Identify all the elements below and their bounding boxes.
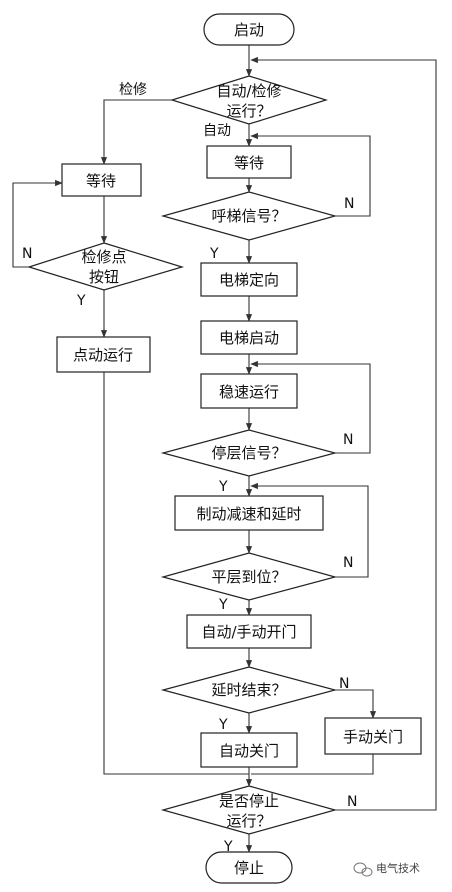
decision-halt: 是否停止 运行？: [160, 785, 338, 835]
jog-run-box: 点动运行: [56, 336, 151, 373]
start-terminal: 启动: [203, 13, 295, 46]
label-n-call: N: [344, 196, 354, 212]
decision-mode: 自动/检修 运行？: [169, 75, 329, 125]
svg-text:制动减速和延时: 制动减速和延时: [196, 505, 301, 523]
svg-text:延时结束？: 延时结束？: [211, 681, 286, 699]
wait-maint-box: 等待: [61, 163, 142, 197]
branch-labels: 检修 自动 N Y N Y N Y N Y N Y N Y: [22, 82, 357, 855]
label-y-delay: Y: [218, 717, 228, 733]
decision-inspect-button: 检修点 按钮: [26, 242, 185, 291]
decision-delay-end: 延时结束？: [160, 666, 338, 714]
label-n-stop-signal: N: [343, 432, 353, 448]
auto-close-box: 自动关门: [200, 732, 298, 768]
svg-text:按钮: 按钮: [89, 268, 119, 286]
svg-text:运行？: 运行？: [226, 812, 271, 830]
label-n-inspect: N: [22, 246, 32, 262]
svg-text:停层信号？: 停层信号？: [211, 444, 286, 462]
label-y-inspect: Y: [76, 293, 86, 309]
direction-box: 电梯定向: [200, 262, 298, 297]
svg-text:稳速运行: 稳速运行: [219, 383, 279, 401]
elevator-start-box: 电梯启动: [200, 320, 298, 355]
watermark: 电气技术: [353, 861, 420, 877]
svg-text:自动/检修: 自动/检修: [216, 82, 281, 100]
svg-text:平层到位？: 平层到位？: [211, 568, 286, 586]
svg-text:自动关门: 自动关门: [219, 742, 279, 760]
label-y-stop-signal: Y: [218, 479, 228, 495]
svg-text:是否停止: 是否停止: [219, 792, 279, 810]
label-n-level: N: [343, 555, 353, 571]
svg-text:启动: 启动: [234, 21, 264, 39]
svg-text:点动运行: 点动运行: [73, 346, 133, 364]
decision-level: 平层到位？: [160, 552, 338, 601]
svg-text:电梯启动: 电梯启动: [219, 329, 279, 347]
svg-text:自动/手动开门: 自动/手动开门: [201, 623, 296, 641]
wechat-icon: [353, 862, 373, 877]
svg-text:呼梯信号？: 呼梯信号？: [211, 207, 286, 225]
svg-text:运行？: 运行？: [226, 102, 271, 120]
open-door-box: 自动/手动开门: [186, 614, 312, 649]
svg-text:等待: 等待: [86, 172, 116, 190]
decision-call-signal: 呼梯信号？: [160, 191, 338, 241]
label-y-call: Y: [209, 246, 219, 262]
svg-text:手动关门: 手动关门: [343, 728, 403, 746]
end-terminal: 停止: [205, 851, 293, 884]
svg-text:检修点: 检修点: [81, 248, 126, 266]
connectors: [12, 45, 437, 853]
manual-close-box: 手动关门: [324, 717, 422, 755]
label-n-halt: N: [347, 794, 357, 810]
label-auto: 自动: [203, 123, 231, 139]
label-y-level: Y: [218, 597, 228, 613]
svg-text:等待: 等待: [234, 154, 264, 172]
label-y-halt: Y: [223, 839, 233, 855]
decision-stop-signal: 停层信号？: [160, 429, 338, 477]
label-n-delay: N: [339, 676, 349, 692]
svg-text:电梯定向: 电梯定向: [219, 271, 279, 289]
brake-delay-box: 制动减速和延时: [174, 495, 324, 531]
svg-text:电气技术: 电气技术: [376, 861, 420, 875]
svg-text:停止: 停止: [234, 859, 264, 877]
label-maint: 检修: [119, 82, 147, 98]
steady-run-box: 稳速运行: [200, 373, 298, 409]
wait-main-box: 等待: [206, 145, 292, 179]
